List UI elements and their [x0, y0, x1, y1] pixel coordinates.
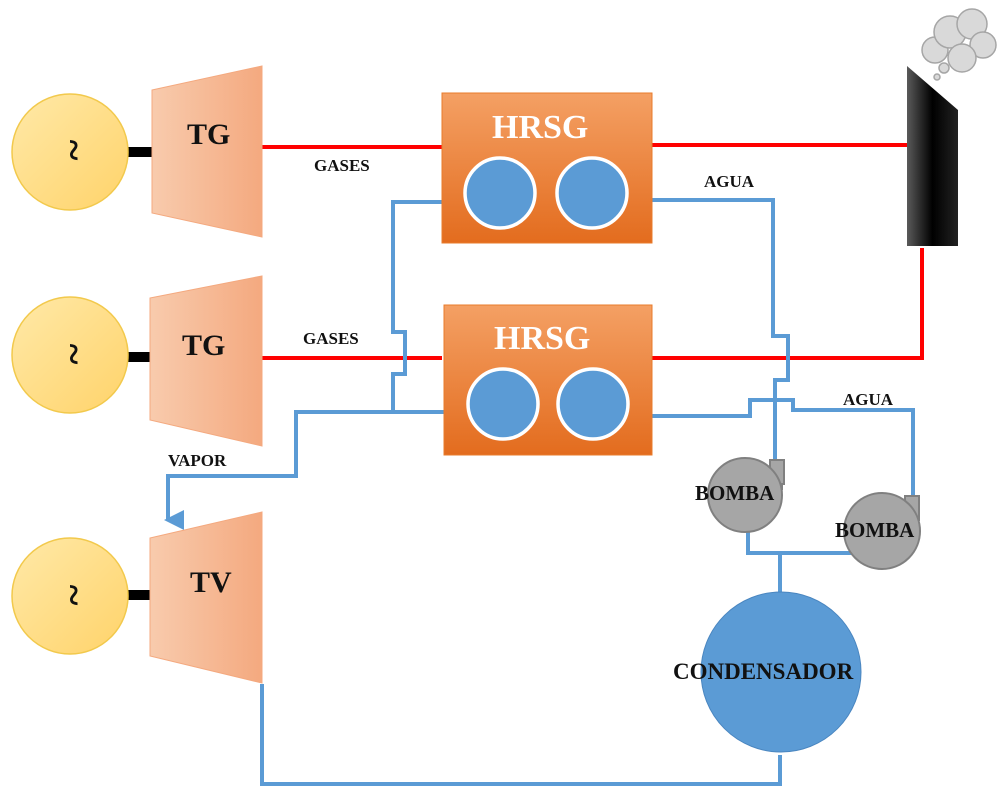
gases-label-2: GASES	[303, 329, 359, 348]
water-steam-lines	[164, 198, 915, 786]
pump-1	[707, 457, 785, 533]
generator-3	[11, 537, 154, 655]
generator-1-symbol: ~	[51, 139, 97, 161]
gases-label-1: GASES	[314, 156, 370, 175]
generator-2-symbol: ~	[51, 343, 97, 365]
gas-lines	[262, 143, 924, 360]
generator-2	[11, 296, 154, 414]
hrsg-bottom-tube-2	[556, 367, 630, 441]
hrsg-bottom-label: HRSG	[494, 320, 591, 357]
generator-3-symbol: ~	[51, 584, 97, 606]
hrsg-top-label: HRSG	[492, 109, 589, 146]
condenser	[700, 591, 862, 753]
water-line-top-hrsg	[652, 198, 790, 462]
hrsg-top-unit	[441, 92, 653, 244]
smoke-cloud	[921, 8, 997, 81]
agua-label-2: AGUA	[843, 390, 894, 409]
steam-turbine-label: TV	[190, 566, 232, 599]
hrsg-top-tube-1	[463, 156, 537, 230]
steam-header-line	[164, 410, 444, 530]
hrsg-bottom-tube-1	[466, 367, 540, 441]
generator-1	[11, 93, 154, 211]
gas-turbine-2	[149, 275, 263, 447]
gas-turbine-1-label: TG	[187, 118, 231, 151]
gas-turbine-2-label: TG	[182, 329, 226, 362]
tv-exhaust-line	[260, 684, 782, 786]
pump-to-condenser-line	[746, 528, 860, 555]
water-line-bottom-hrsg	[652, 398, 915, 500]
vapor-label: VAPOR	[168, 451, 227, 470]
hrsg-top-tube-2	[555, 156, 629, 230]
pump-1-label: BOMBA	[695, 481, 775, 505]
pump-2	[843, 492, 921, 570]
gas-line-2-exhaust	[652, 248, 924, 360]
gas-turbine-1	[151, 65, 263, 238]
agua-label-1: AGUA	[704, 172, 755, 191]
hrsg-bottom-unit	[443, 304, 653, 456]
pump-2-label: BOMBA	[835, 518, 915, 542]
exhaust-stack	[907, 66, 958, 246]
condenser-label: CONDENSADOR	[673, 659, 854, 684]
steam-turbine	[149, 511, 263, 684]
steam-line-top-hrsg	[391, 200, 442, 412]
